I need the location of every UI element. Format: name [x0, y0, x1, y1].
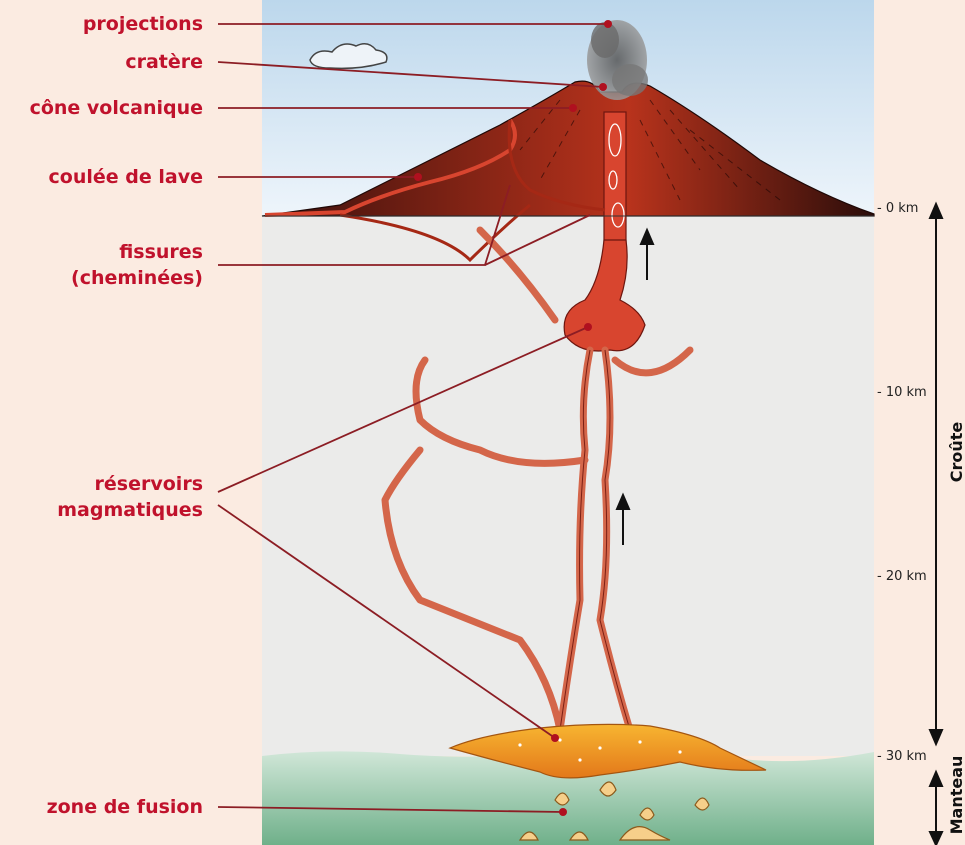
label-coulee-de-lave: coulée de lave — [49, 166, 203, 188]
mantle-range-arrow — [930, 772, 942, 845]
label-projections: projections — [83, 13, 203, 35]
label-fissures: fissures — [119, 241, 203, 263]
label-cratere: cratère — [125, 51, 203, 73]
label-reservoirs: réservoirs — [95, 473, 203, 495]
label-cheminees: (cheminées) — [71, 267, 203, 289]
layer-label-manteau: Manteau — [947, 756, 965, 835]
label-cone-volcanique: cône volcanique — [30, 97, 203, 119]
depth-tick-30: - 30 km — [877, 749, 927, 764]
label-magmatiques: magmatiques — [57, 499, 203, 521]
depth-tick-20: - 20 km — [877, 569, 927, 584]
layer-label-croute: Croûte — [947, 422, 965, 483]
label-zone-de-fusion: zone de fusion — [47, 796, 203, 818]
depth-tick-0: - 0 km — [877, 201, 918, 216]
depth-tick-10: - 10 km — [877, 385, 927, 400]
crust-range-arrow — [930, 204, 942, 744]
